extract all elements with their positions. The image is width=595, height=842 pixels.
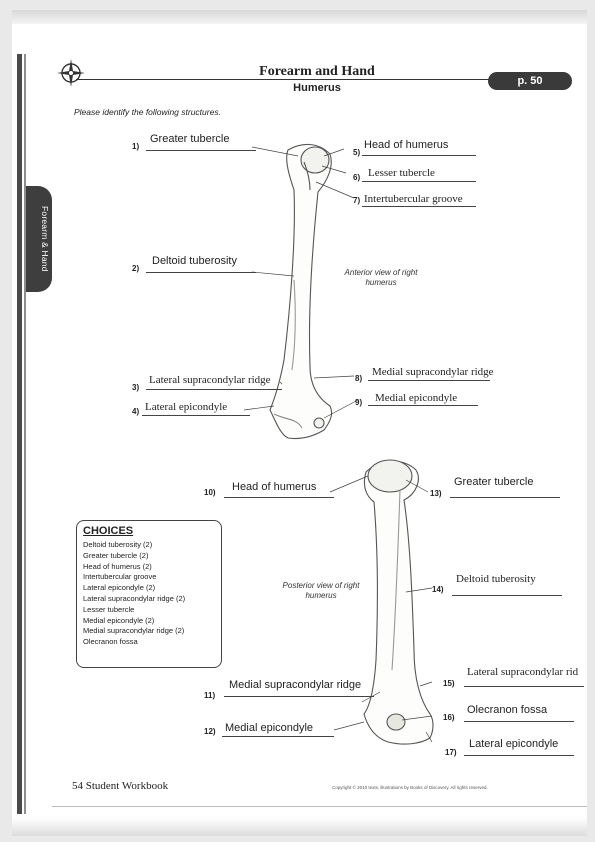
item-17-answer[interactable]: Lateral epicondyle — [469, 738, 559, 750]
item-7-answer[interactable]: Intertubercular groove — [364, 193, 463, 205]
item-8-number: 8) — [355, 374, 363, 383]
item-9-answer[interactable]: Medial epicondyle — [375, 392, 458, 404]
item-7-line — [362, 206, 476, 207]
item-13-line — [450, 497, 560, 498]
binding-bar-thin — [24, 54, 26, 814]
item-9-number: 9) — [355, 398, 363, 407]
choice-item: Lateral supracondylar ridge (2) — [83, 593, 186, 603]
item-5-number: 5) — [353, 148, 361, 157]
item-5-answer[interactable]: Head of humerus — [364, 139, 449, 151]
item-8-line — [368, 380, 490, 381]
item-15-number: 15) — [443, 679, 455, 688]
item-17-number: 17) — [445, 748, 457, 757]
item-14-line — [452, 595, 562, 596]
item-2-answer[interactable]: Deltoid tuberosity — [152, 255, 237, 267]
side-tab-label: Forearm & Hand — [40, 206, 50, 272]
item-4-answer[interactable]: Lateral epicondyle — [145, 401, 228, 413]
footer-copyright: Copyright © 2010 texts, illustrations by… — [332, 785, 488, 790]
item-3-answer[interactable]: Lateral supracondylar ridge — [149, 374, 271, 386]
item-5-line — [362, 155, 476, 156]
item-4-number: 4) — [132, 407, 140, 416]
binding-bar — [17, 54, 22, 814]
choice-item: Lateral epicondyle (2) — [83, 583, 156, 593]
item-13-answer[interactable]: Greater tubercle — [454, 476, 534, 488]
anterior-view-label: Anterior view of right humerus — [344, 268, 418, 287]
item-16-answer[interactable]: Olecranon fossa — [467, 704, 548, 716]
choice-item: Greater tubercle (2) — [83, 550, 149, 560]
posterior-humerus — [363, 459, 434, 745]
item-11-number: 11) — [204, 691, 216, 700]
item-6-line — [362, 181, 476, 182]
header-rule — [76, 79, 496, 80]
page-title: Forearm and Hand — [259, 64, 375, 79]
choice-item: Deltoid tuberosity (2) — [83, 540, 153, 549]
item-16-number: 16) — [443, 713, 455, 722]
item-10-line — [224, 497, 334, 498]
choices-title: CHOICES — [83, 525, 134, 537]
choice-item: Olecranon fossa — [83, 637, 138, 647]
item-1-answer[interactable]: Greater tubercle — [150, 133, 230, 145]
humerus-illustrations — [269, 143, 434, 745]
item-14-number: 14) — [432, 585, 444, 594]
choice-item: Lesser tubercle — [83, 604, 135, 614]
choices-list: Deltoid tuberosity (2) Greater tubercle … — [83, 540, 185, 648]
item-17-line — [464, 755, 574, 756]
item-6-number: 6) — [353, 173, 361, 182]
page-number-badge: p. 50 — [488, 72, 572, 90]
page-subtitle: Humerus — [293, 82, 341, 94]
item-2-line — [146, 272, 256, 273]
item-15-answer[interactable]: Lateral supracondylar rid — [467, 666, 579, 678]
choice-item: Medial epicondyle (2) — [83, 615, 155, 625]
item-7-number: 7) — [353, 196, 361, 205]
item-14-answer[interactable]: Deltoid tuberosity — [456, 573, 536, 585]
item-4-line — [142, 415, 250, 416]
item-12-answer[interactable]: Medial epicondyle — [225, 722, 314, 734]
item-1-number: 1) — [132, 142, 140, 151]
side-tab: Forearm & Hand — [26, 186, 52, 292]
choice-item: Intertubercular groove — [83, 572, 157, 582]
item-15-line — [464, 686, 584, 687]
item-11-answer[interactable]: Medial supracondylar ridge — [229, 679, 362, 691]
workbook-page: Forearm & Hand Forearm and Hand Humerus … — [12, 10, 587, 836]
footer-rule — [52, 806, 587, 807]
choice-item: Medial supracondylar ridge (2) — [83, 626, 185, 636]
posterior-view-label: Posterior view of right humerus — [282, 581, 360, 600]
item-12-line — [222, 736, 334, 737]
item-8-answer[interactable]: Medial supracondylar ridge — [372, 366, 494, 378]
item-3-line — [146, 389, 282, 390]
item-13-number: 13) — [430, 489, 442, 498]
item-12-number: 12) — [204, 727, 216, 736]
anterior-humerus — [269, 143, 333, 440]
instructions: Please identify the following structures… — [74, 107, 221, 117]
scan-edge-top — [12, 10, 587, 24]
scan-edge-bottom — [12, 818, 587, 836]
leader-lines — [243, 146, 433, 743]
footer-workbook-label: 54 Student Workbook — [72, 780, 169, 792]
item-11-line — [224, 696, 374, 697]
choices-box: CHOICES Deltoid tuberosity (2) Greater t… — [76, 520, 222, 668]
item-1-line — [146, 150, 256, 151]
item-6-answer[interactable]: Lesser tubercle — [368, 167, 435, 179]
compass-icon — [57, 59, 85, 87]
item-2-number: 2) — [132, 264, 140, 273]
item-10-answer[interactable]: Head of humerus — [232, 481, 317, 493]
choice-item: Head of humerus (2) — [83, 561, 152, 571]
item-3-number: 3) — [132, 383, 140, 392]
item-10-number: 10) — [204, 488, 216, 497]
item-9-line — [368, 405, 478, 406]
item-16-line — [464, 721, 574, 722]
